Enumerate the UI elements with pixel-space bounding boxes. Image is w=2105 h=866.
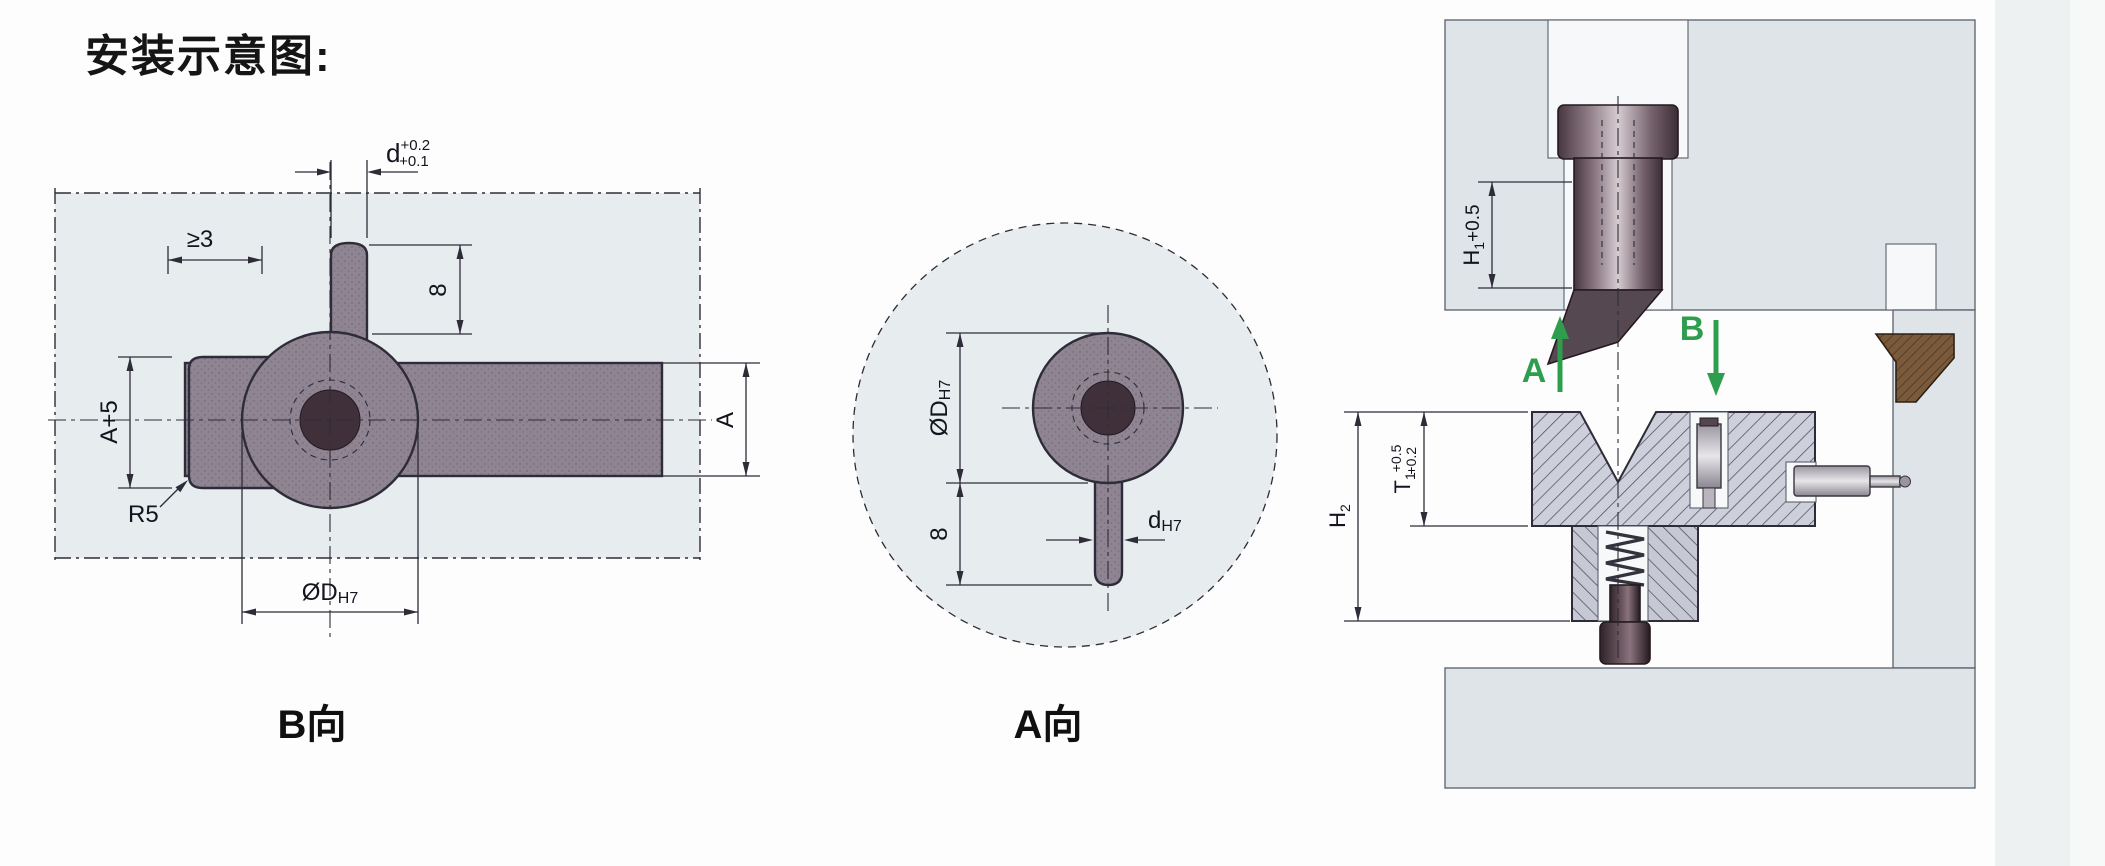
- dim-tab-length: 8: [369, 244, 472, 335]
- dim-h1: H1+0.5: [1459, 181, 1572, 289]
- section-view: H1+0.5 H2 T1+0.5+0.2: [1325, 19, 1976, 789]
- dim-h2: H2: [1325, 411, 1570, 622]
- dim-stem-diameter: dH7: [1046, 507, 1182, 544]
- dim-label: ≥3: [187, 226, 214, 253]
- view-b: d+0.2+0.1 ≥3 8: [48, 137, 760, 747]
- view-b-label: B向: [278, 703, 347, 747]
- direction-label-b: B: [1680, 310, 1705, 348]
- direction-arrow-b: B: [1680, 310, 1725, 396]
- punch-tip: [1546, 289, 1664, 366]
- locating-pin: [1689, 411, 1729, 509]
- locating-tab: [329, 241, 369, 347]
- dim-label: 8: [926, 527, 953, 540]
- dim-t1: T1+0.5+0.2: [1388, 412, 1528, 527]
- dim-label: 8: [425, 283, 452, 296]
- view-a-label: A向: [1014, 703, 1083, 747]
- plate-step-notch: [1885, 243, 1937, 311]
- dim-label: H1+0.5: [1459, 204, 1487, 265]
- dim-head-height: A+5: [96, 356, 172, 489]
- dim-label: H2: [1325, 504, 1353, 528]
- dim-boss-diameter: ØDH7: [241, 432, 419, 624]
- dim-label: ØDH7: [926, 380, 954, 437]
- dim-min-clearance: ≥3: [167, 226, 263, 274]
- direction-label-a: A: [1522, 352, 1547, 390]
- dim-label: R5: [128, 501, 159, 528]
- dim-label: dH7: [1148, 507, 1182, 535]
- dim-stem-length: 8: [926, 483, 1092, 586]
- spring: [1605, 530, 1645, 587]
- direction-arrow-a: A: [1522, 316, 1569, 392]
- dim-label: ØDH7: [302, 579, 359, 607]
- page-title: 安装示意图:: [85, 32, 332, 81]
- die-block: [1531, 411, 1816, 527]
- view-a: ØDH7 8 dH7 A向: [852, 222, 1278, 747]
- lower-die-plate: [1444, 667, 1976, 789]
- dim-label: T1+0.5+0.2: [1388, 444, 1419, 493]
- dim-label: d+0.2+0.1: [386, 137, 430, 170]
- dim-tab-width: d+0.2+0.1: [295, 137, 430, 238]
- side-pin: [1785, 461, 1911, 503]
- dim-boss-diameter: ØDH7: [926, 332, 1100, 484]
- dim-label: A: [712, 412, 739, 428]
- screw: [1599, 584, 1651, 665]
- upper-die-plate: [1444, 19, 1976, 311]
- dim-arm-height: A: [662, 362, 760, 477]
- dim-label: A+5: [96, 400, 123, 443]
- stop-bracket: [1874, 333, 1955, 403]
- page-edge-shade: [1995, 0, 2070, 866]
- page-edge-white: [2070, 0, 2105, 866]
- dim-corner-radius: R5: [128, 480, 188, 528]
